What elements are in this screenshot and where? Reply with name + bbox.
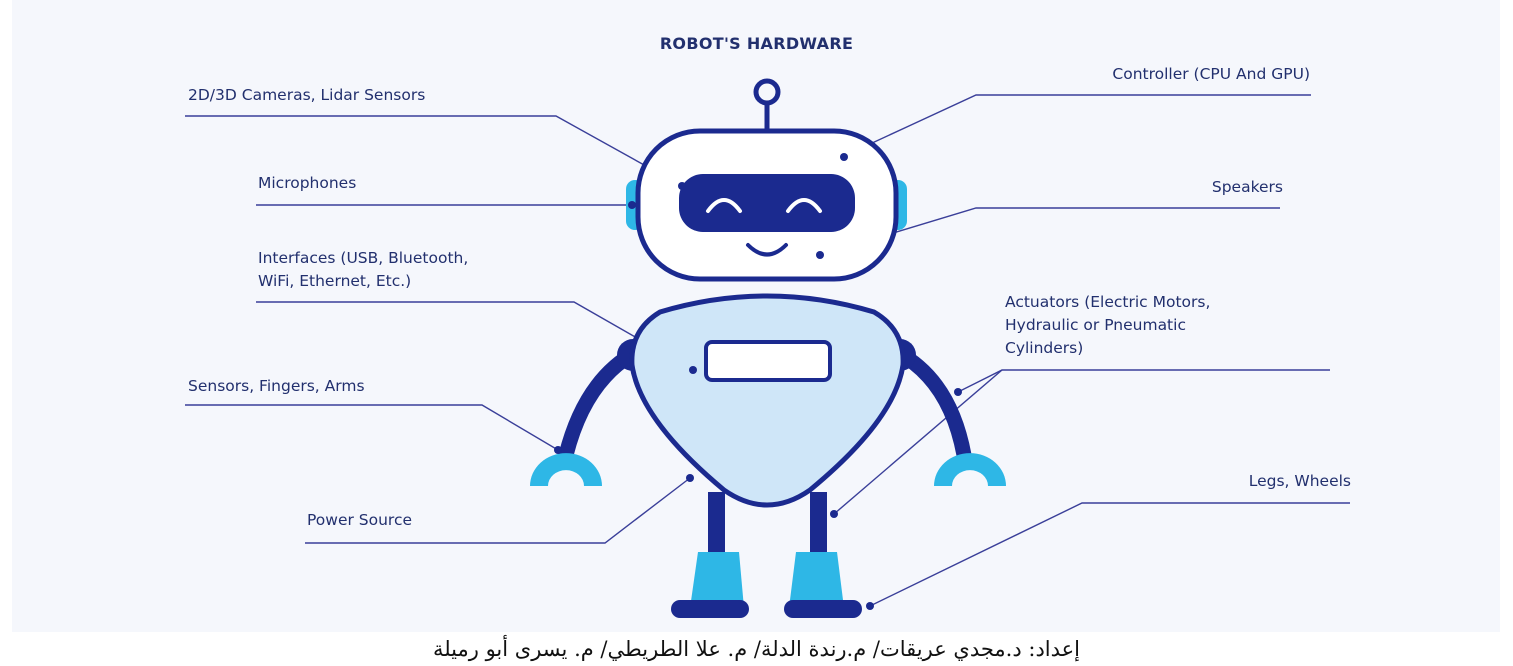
leader-power bbox=[305, 477, 691, 544]
label-actuators-line1: Actuators (Electric Motors, bbox=[1005, 293, 1211, 311]
label-controller: Controller (CPU And GPU) bbox=[1112, 65, 1310, 83]
label-cameras: 2D/3D Cameras, Lidar Sensors bbox=[188, 86, 426, 104]
leader-sensors bbox=[185, 404, 559, 451]
leader-legs bbox=[869, 502, 1350, 607]
leader-controller bbox=[843, 94, 1311, 157]
label-microphones: Microphones bbox=[258, 174, 357, 192]
label-power: Power Source bbox=[307, 511, 413, 529]
leader-actuators bbox=[957, 369, 1330, 393]
label-actuators-line2: Hydraulic or Pneumatic bbox=[1005, 316, 1186, 334]
robot-illustration-icon bbox=[185, 78, 1350, 618]
label-actuators-line3: Cylinders) bbox=[1005, 339, 1084, 357]
label-legs: Legs, Wheels bbox=[1248, 472, 1351, 490]
leader-cameras bbox=[185, 115, 683, 187]
label-interfaces-line2: WiFi, Ethernet, Etc.) bbox=[258, 272, 412, 290]
label-sensors: Sensors, Fingers, Arms bbox=[188, 377, 365, 395]
label-interfaces-line1: Interfaces (USB, Bluetooth, bbox=[258, 249, 469, 267]
label-speakers: Speakers bbox=[1211, 178, 1283, 196]
diagram-title: ROBOT'S HARDWARE bbox=[659, 34, 854, 53]
leader-actuators-2 bbox=[833, 369, 1003, 515]
arabic-caption: إعداد: د.مجدي عريقات/ م.رندة الدلة/ م. ع… bbox=[432, 637, 1081, 661]
